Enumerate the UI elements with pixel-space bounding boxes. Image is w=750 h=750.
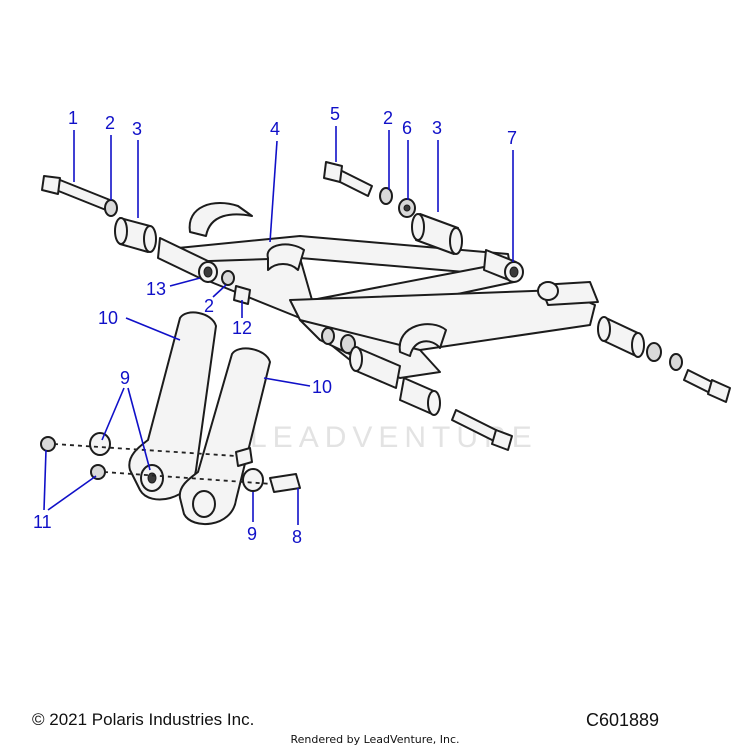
- callout-10: 10: [98, 308, 118, 328]
- nut-11-upper: [40, 436, 56, 452]
- pivot-tube-upper-left: [157, 237, 218, 283]
- bushing-lower-left-b: [399, 377, 441, 416]
- bolt-5: [323, 161, 373, 197]
- washer-lower-right-a: [646, 342, 662, 362]
- callout-7: 7: [507, 128, 517, 148]
- callout-12: 12: [232, 318, 252, 338]
- callout-2: 2: [383, 108, 393, 128]
- bolt-lower-left: [451, 409, 513, 451]
- washer-9-right: [242, 468, 264, 492]
- washer-lower-left-b: [340, 334, 356, 354]
- callout-5: 5: [330, 104, 340, 124]
- bushing-12: [233, 285, 251, 305]
- link-10-left: [128, 311, 217, 501]
- washer-9-left: [89, 432, 111, 456]
- callout-6: 6: [402, 118, 412, 138]
- diagram-code: C601889: [586, 710, 660, 730]
- callout-11: 11: [33, 512, 52, 532]
- callout-3: 3: [432, 118, 442, 138]
- bolt-1: [41, 175, 111, 211]
- callout-13: 13: [146, 279, 166, 299]
- bushing-lower-right: [597, 316, 645, 358]
- washer-2-left: [104, 199, 118, 217]
- copyright-text: © 2021 Polaris Industries Inc.: [32, 710, 255, 729]
- link-10-right: [178, 347, 271, 526]
- callout-4: 4: [270, 119, 280, 139]
- nut-11-lower: [90, 464, 106, 480]
- bushing-3-left: [114, 217, 157, 253]
- bushing-3-right: [411, 213, 463, 255]
- washer-2-lower: [221, 270, 235, 286]
- callout-1: 1: [68, 108, 78, 128]
- rendered-by-text: Rendered by LeadVenture, Inc.: [290, 733, 460, 746]
- callout-2: 2: [105, 113, 115, 133]
- washer-lower-right-b: [669, 353, 683, 371]
- bolt-8: [269, 473, 301, 493]
- callout-8: 8: [292, 527, 302, 547]
- callout-3: 3: [132, 119, 142, 139]
- callout-2: 2: [204, 296, 214, 316]
- bolt-upper-link: [235, 447, 253, 467]
- bushing-lower-left: [349, 346, 401, 389]
- washer-lower-left-a: [321, 327, 335, 345]
- callout-9: 9: [247, 524, 257, 544]
- callout-10: 10: [312, 377, 332, 397]
- bolt-lower-right: [683, 369, 731, 403]
- lower-a-arm: [289, 281, 599, 379]
- callout-9: 9: [120, 368, 130, 388]
- washer-2-right: [379, 187, 393, 205]
- pivot-end-7: [483, 249, 524, 283]
